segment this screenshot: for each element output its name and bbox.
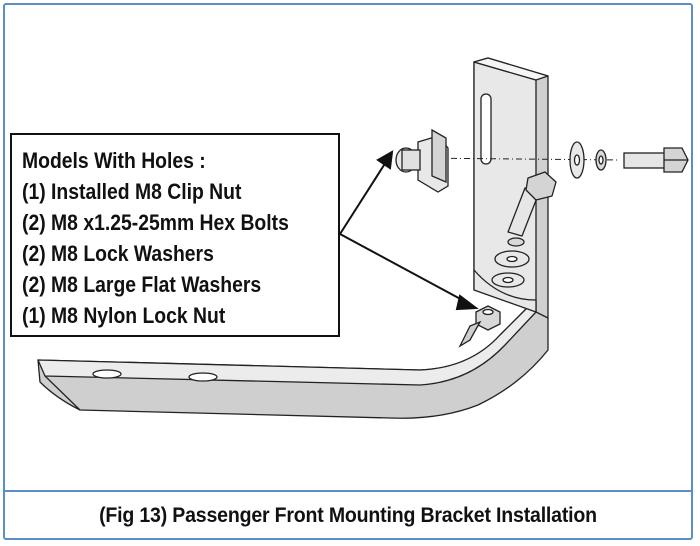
legend-item: (1) Installed M8 Clip Nut xyxy=(22,179,242,204)
legend-title: Models With Holes : xyxy=(22,148,206,173)
hex-bolt-lower xyxy=(507,171,557,237)
legend-item: (2) M8 x1.25-25mm Hex Bolts xyxy=(22,210,289,235)
caption-divider xyxy=(3,490,693,492)
leader-arrows xyxy=(339,150,479,311)
assembly-axis-line xyxy=(411,157,621,161)
bracket-arm xyxy=(37,304,549,419)
flat-washer-right xyxy=(569,141,585,179)
washer-under-plate xyxy=(491,272,525,288)
hex-bolt-right xyxy=(623,147,689,173)
bracket-illustration xyxy=(37,57,689,419)
lock-washer-right xyxy=(595,149,607,171)
figure-caption: (Fig 13) Passenger Front Mounting Bracke… xyxy=(99,504,597,527)
lock-washer-lower xyxy=(507,237,525,247)
bracket-plate xyxy=(473,57,549,319)
flat-washer-lower xyxy=(494,250,530,268)
clip-nut xyxy=(395,128,449,193)
hardware-legend: Models With Holes : (1) Installed M8 Cli… xyxy=(10,133,340,337)
nylon-lock-nut xyxy=(458,305,501,348)
legend-item: (1) M8 Nylon Lock Nut xyxy=(22,303,226,328)
legend-item: (2) M8 Lock Washers xyxy=(22,241,214,266)
legend-item: (2) M8 Large Flat Washers xyxy=(22,272,262,297)
